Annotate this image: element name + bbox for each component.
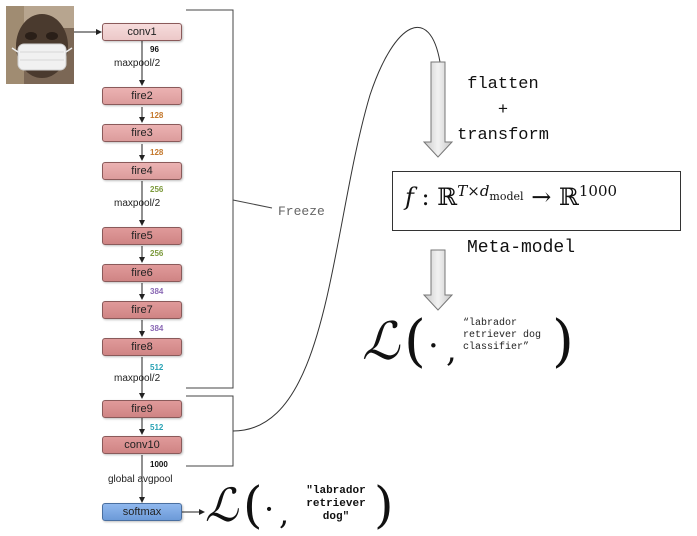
pool-label: maxpool/2	[114, 373, 161, 384]
layer-fire4: fire4	[102, 162, 182, 180]
channel-count: 128	[150, 111, 164, 120]
loss-comma: ,	[279, 494, 290, 532]
channel-count: 512	[150, 363, 164, 372]
formula-arrow: →	[531, 183, 552, 211]
channel-count: 96	[150, 45, 159, 54]
meta-model-formula: f : ℝT×dmodel → ℝ1000	[392, 171, 681, 231]
channel-count: 128	[150, 148, 164, 157]
formula-text: f : ℝT×dmodel → ℝ1000	[405, 182, 617, 211]
formula-codomain: ℝ	[558, 183, 579, 211]
channel-count: 1000	[150, 460, 168, 469]
loss-open-paren: (	[404, 309, 426, 374]
formula-T: T	[457, 182, 468, 200]
quote-large: "labrador retriever dog"	[306, 485, 366, 523]
layer-fire6: fire6	[102, 264, 182, 282]
loss-comma: ,	[446, 330, 457, 370]
meta-model-label: Meta-model	[467, 238, 576, 258]
formula-colon: :	[421, 183, 430, 211]
loss-open-paren: (	[243, 476, 263, 534]
transform-label: transform	[457, 126, 549, 145]
channel-count: 384	[150, 287, 164, 296]
layer-softmax: softmax	[102, 503, 182, 521]
channel-count: 384	[150, 324, 164, 333]
pool-label: global avgpool	[108, 474, 173, 485]
formula-times: ×	[467, 182, 480, 200]
formula-model: model	[489, 190, 524, 203]
channel-count: 256	[150, 185, 164, 194]
formula-domain: ℝ	[437, 183, 458, 211]
pool-label: maxpool/2	[114, 58, 161, 69]
loss-dot: ·	[428, 326, 439, 366]
flatten-label: flatten	[467, 75, 539, 94]
pool-label: maxpool/2	[114, 198, 161, 209]
formula-d: d	[479, 182, 490, 200]
plus-label: +	[497, 101, 509, 120]
loss-close-paren: )	[552, 309, 574, 374]
layer-fire2: fire2	[102, 87, 182, 105]
layer-fire9: fire9	[102, 400, 182, 418]
layer-conv10: conv10	[102, 436, 182, 454]
layer-fire5: fire5	[102, 227, 182, 245]
quote-small: “labrador retriever dog classifier”	[463, 318, 542, 353]
input-dog-photo	[6, 6, 74, 84]
dog-image-icon	[6, 6, 74, 84]
channel-count: 256	[150, 249, 164, 258]
layer-fire8: fire8	[102, 338, 182, 356]
loss-symbol: ℒ	[362, 312, 400, 372]
formula-f: f	[405, 183, 414, 211]
channel-count: 512	[150, 423, 164, 432]
layer-fire7: fire7	[102, 301, 182, 319]
layer-fire3: fire3	[102, 124, 182, 142]
loss-symbol: ℒ	[205, 478, 239, 532]
loss-dot: ·	[264, 490, 275, 528]
freeze-label: Freeze	[278, 204, 325, 219]
formula-out-dim: 1000	[578, 182, 618, 200]
layer-conv1: conv1	[102, 23, 182, 41]
loss-close-paren: )	[374, 476, 394, 534]
